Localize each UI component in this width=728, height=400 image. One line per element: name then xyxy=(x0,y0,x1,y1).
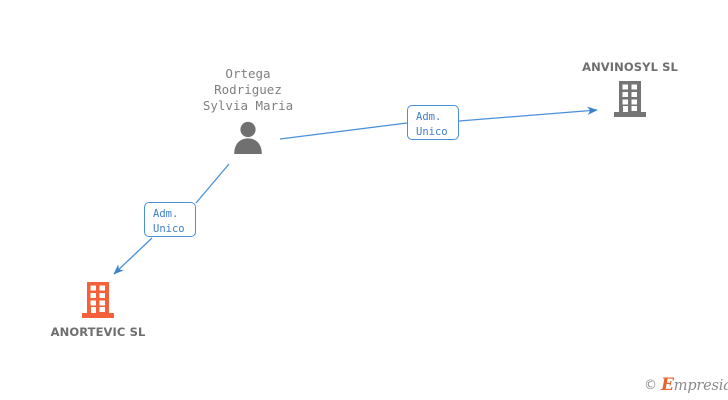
brand-rest: mpresia xyxy=(673,378,728,394)
watermark: © Empresia xyxy=(644,377,728,394)
node-person[interactable]: Ortega Rodriguez Sylvia Maria xyxy=(178,66,318,154)
person-name-label: Ortega Rodriguez Sylvia Maria xyxy=(202,66,294,113)
person-icon xyxy=(234,121,262,154)
copyright-icon: © xyxy=(644,378,657,393)
company-name-label: ANORTEVIC SL xyxy=(50,325,146,339)
edge-label-anortevic[interactable]: Adm. Unico xyxy=(144,202,196,237)
brand-name: Empresia xyxy=(661,377,728,394)
edge-label-anvinosyl[interactable]: Adm. Unico xyxy=(407,105,459,140)
building-icon xyxy=(614,81,646,117)
node-company-anortevic[interactable]: ANORTEVIC SL xyxy=(18,281,178,339)
company-name-label: ANVINOSYL SL xyxy=(582,60,678,74)
edge-line-anortevic-bottom xyxy=(113,237,153,275)
edge-line-anortevic-top xyxy=(195,163,230,204)
node-company-anvinosyl[interactable]: ANVINOSYL SL xyxy=(550,60,710,118)
brand-initial: E xyxy=(661,375,674,395)
building-icon xyxy=(82,282,114,318)
